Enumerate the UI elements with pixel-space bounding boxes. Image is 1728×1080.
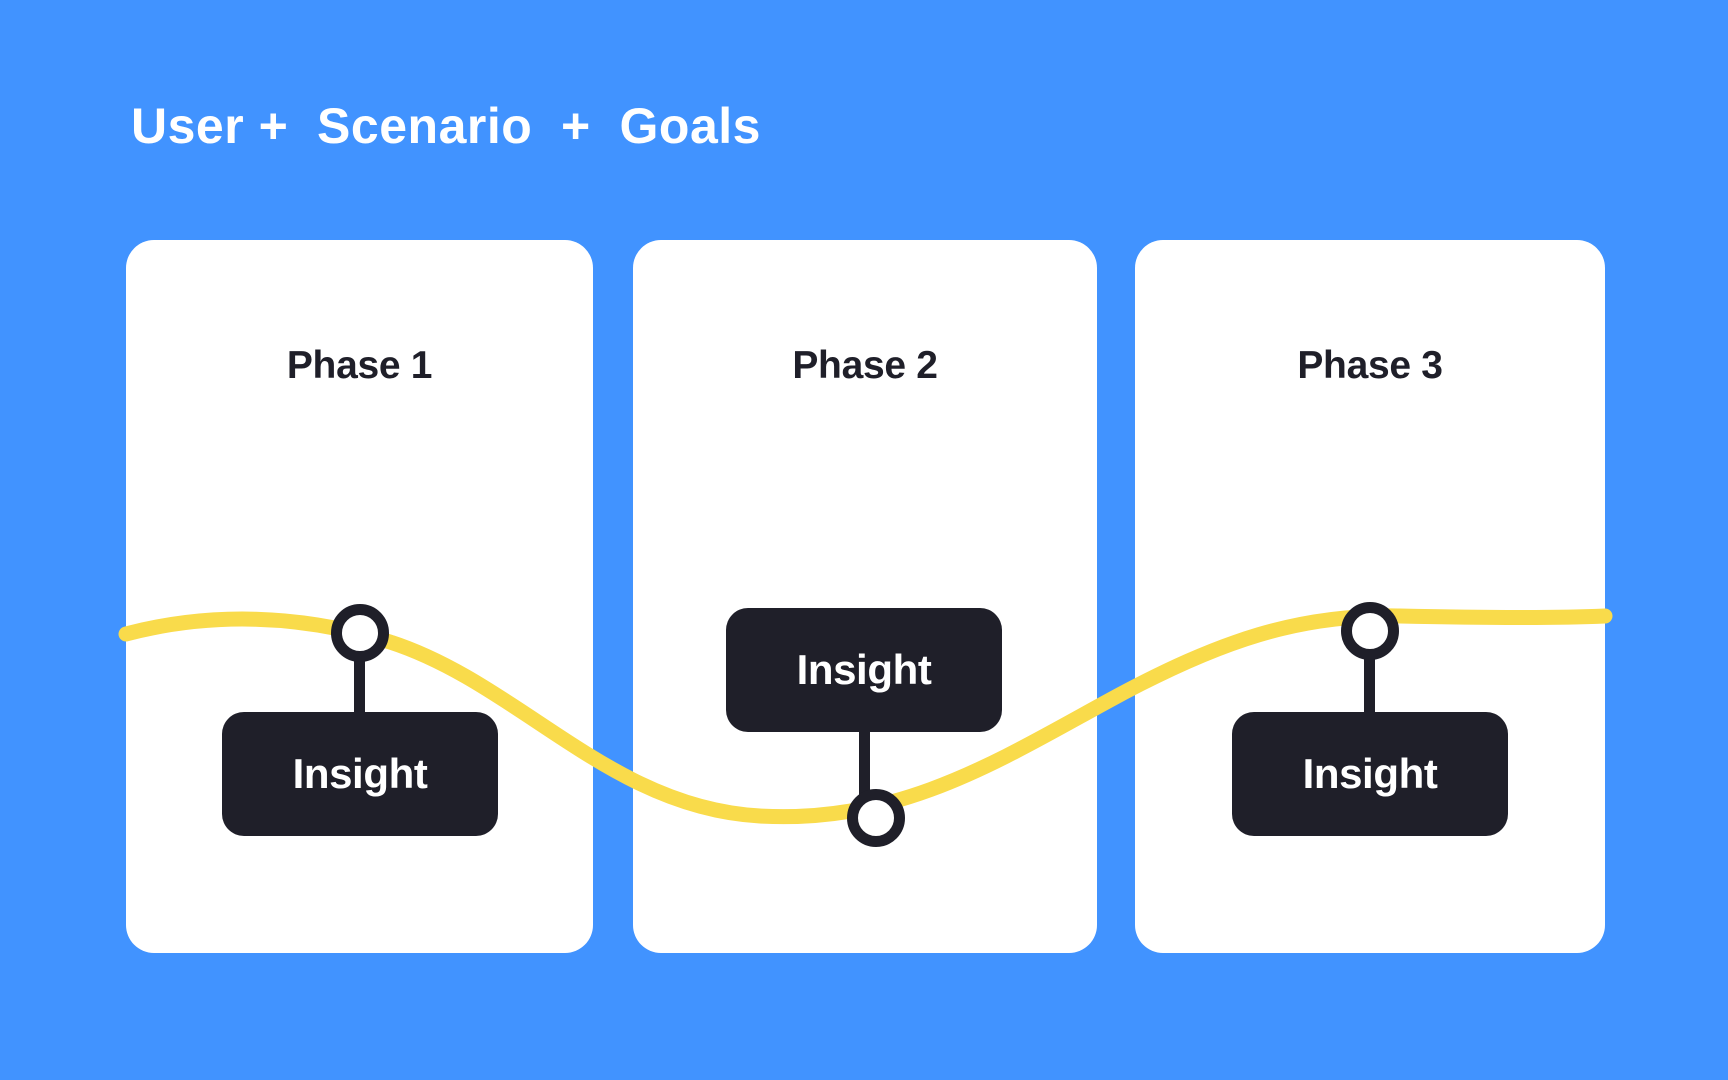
phase-card-3[interactable]: Phase 3 xyxy=(1135,240,1605,953)
insight-pill-3[interactable]: Insight xyxy=(1232,712,1508,836)
phase-label-2: Phase 2 xyxy=(792,344,938,387)
insight-stem-2 xyxy=(859,722,870,802)
insight-pill-2[interactable]: Insight xyxy=(726,608,1002,732)
phase-card-1[interactable]: Phase 1 xyxy=(126,240,593,953)
insight-pill-1[interactable]: Insight xyxy=(222,712,498,836)
insight-stem-1 xyxy=(354,640,365,730)
insight-stem-3 xyxy=(1364,638,1375,730)
insight-node-icon-2[interactable] xyxy=(847,789,905,847)
page-title: User + Scenario + Goals xyxy=(131,98,761,154)
phase-label-1: Phase 1 xyxy=(286,344,433,387)
phase-label-3: Phase 3 xyxy=(1297,344,1443,387)
insight-node-icon-1[interactable] xyxy=(331,604,389,662)
insight-node-icon-3[interactable] xyxy=(1341,602,1399,660)
phase-card-2[interactable]: Phase 2 xyxy=(633,240,1097,953)
